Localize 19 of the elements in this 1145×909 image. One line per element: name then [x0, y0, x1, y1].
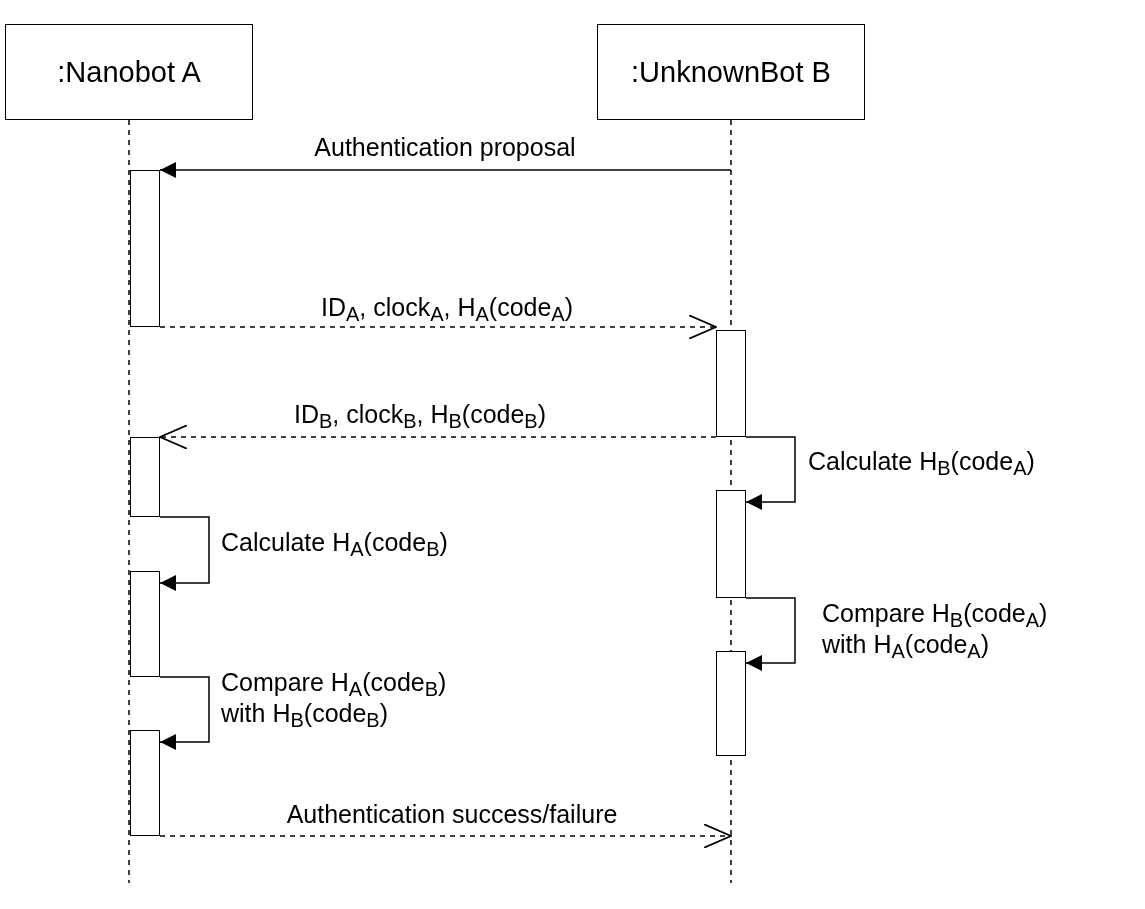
activation-bar: [130, 571, 160, 677]
activation-bar: [716, 651, 746, 756]
activation-bar: [130, 730, 160, 836]
message-arrow: [159, 314, 717, 340]
message-arrow: [159, 823, 732, 849]
message-arrow: [745, 597, 796, 671]
activation-bar: [716, 330, 746, 437]
message-arrow: [745, 436, 796, 510]
lifeline-head-box: [597, 24, 865, 120]
message-arrow: [159, 516, 210, 591]
activation-bar: [130, 437, 160, 517]
participant-name: :UnknownBot B: [631, 55, 831, 89]
activation-bar: [716, 490, 746, 598]
message-arrow: [159, 162, 732, 178]
lifeline-head-box: [5, 24, 253, 120]
message-arrow: [159, 676, 210, 750]
message-arrow: [159, 424, 717, 450]
participant-name: :Nanobot A: [57, 55, 201, 89]
activation-bar: [130, 170, 160, 327]
